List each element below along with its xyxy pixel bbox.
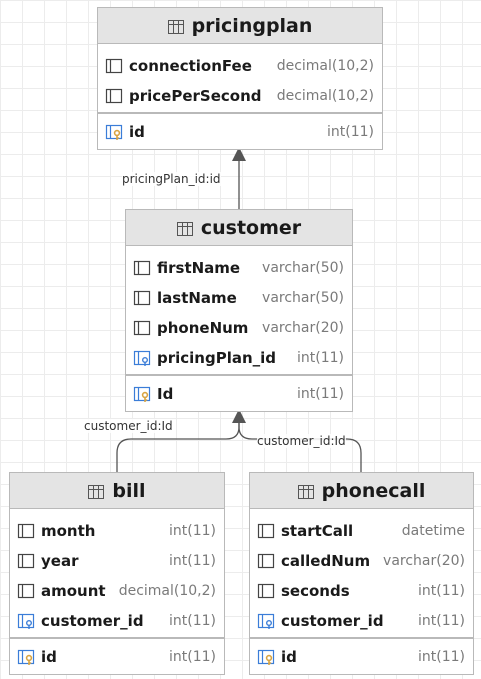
column-name: pricingPlan_id [157,349,277,367]
column-name: amount [41,582,106,600]
table-icon [88,484,105,499]
column-type: decimal(10,2) [276,88,374,104]
column-type: varchar(20) [262,320,344,336]
column-type: int(11) [169,523,216,539]
column-row[interactable]: firstName varchar(50) [126,253,352,283]
foreign-key-icon [133,349,151,367]
relation-label-phonecall: customer_id:Id [257,434,346,448]
column-row[interactable]: customer_id int(11) [10,606,224,636]
column-row[interactable]: seconds int(11) [250,576,473,606]
column-row[interactable]: Id int(11) [126,379,352,409]
column-row[interactable]: id int(11) [250,642,473,672]
column-icon [105,57,123,75]
column-row[interactable]: pricePerSecond decimal(10,2) [98,81,382,111]
column-icon [257,582,275,600]
key-separator [98,112,382,114]
column-name: id [281,648,297,666]
key-separator [126,374,352,376]
primary-key-icon [105,123,123,141]
table-icon [297,484,314,499]
column-type: int(11) [327,124,374,140]
relation-arrow-pricingplan [232,147,246,161]
column-icon [17,582,35,600]
column-type: int(11) [418,613,465,629]
column-type: int(11) [297,386,344,402]
column-row[interactable]: customer_id int(11) [250,606,473,636]
relation-label-pricingplan: pricingPlan_id:id [122,172,221,186]
column-row[interactable]: amount decimal(10,2) [10,576,224,606]
column-icon [105,87,123,105]
column-name: phoneNum [157,319,249,337]
column-type: decimal(10,2) [276,58,374,74]
column-name: customer_id [281,612,384,630]
column-name: calledNum [281,552,371,570]
column-icon [17,552,35,570]
foreign-key-icon [17,612,35,630]
table-header[interactable]: customer [126,210,352,246]
column-icon [257,522,275,540]
table-header[interactable]: bill [10,473,224,509]
column-row[interactable]: year int(11) [10,546,224,576]
column-name: lastName [157,289,237,307]
key-separator [10,637,224,639]
column-type: int(11) [418,583,465,599]
table-name: bill [112,479,146,502]
relation-label-bill: customer_id:Id [84,419,173,433]
column-row[interactable]: id int(11) [10,642,224,672]
column-row[interactable]: phoneNum varchar(20) [126,313,352,343]
column-icon [257,552,275,570]
primary-key-icon [257,648,275,666]
column-name: year [41,552,79,570]
column-name: startCall [281,522,354,540]
column-row[interactable]: id int(11) [98,117,382,147]
column-row[interactable]: calledNum varchar(20) [250,546,473,576]
column-name: connectionFee [129,57,252,75]
column-row[interactable]: month int(11) [10,516,224,546]
primary-key-icon [133,385,151,403]
column-name: month [41,522,96,540]
column-type: varchar(50) [262,260,344,276]
column-type: int(11) [297,350,344,366]
column-row[interactable]: startCall datetime [250,516,473,546]
table-bill[interactable]: bill month int(11) year int(11) amount decimal… [9,472,225,675]
foreign-key-icon [257,612,275,630]
table-header[interactable]: phonecall [250,473,473,509]
table-name: customer [200,216,302,239]
column-type: decimal(10,2) [118,583,216,599]
primary-key-icon [17,648,35,666]
column-icon [17,522,35,540]
relation-arrow-customer [232,409,246,423]
table-header[interactable]: pricingplan [98,8,382,44]
column-name: pricePerSecond [129,87,262,105]
table-icon [167,19,184,34]
column-icon [133,259,151,277]
table-name: pricingplan [191,14,313,37]
column-name: firstName [157,259,241,277]
table-name: phonecall [321,479,426,502]
table-phonecall[interactable]: phonecall startCall datetime calledNum varch… [249,472,474,675]
column-type: varchar(50) [262,290,344,306]
column-type: int(11) [169,553,216,569]
column-name: id [41,648,57,666]
column-type: int(11) [169,649,216,665]
column-type: int(11) [418,649,465,665]
column-name: seconds [281,582,350,600]
column-icon [133,289,151,307]
column-name: id [129,123,145,141]
key-separator [250,637,473,639]
column-row[interactable]: lastName varchar(50) [126,283,352,313]
relation-line-bill-customer [116,422,240,472]
column-type: datetime [401,523,465,539]
column-row[interactable]: connectionFee decimal(10,2) [98,51,382,81]
table-customer[interactable]: customer firstName varchar(50) lastName varc… [125,209,353,412]
table-icon [176,221,193,236]
column-name: Id [157,385,174,403]
column-type: varchar(20) [383,553,465,569]
column-name: customer_id [41,612,144,630]
column-icon [133,319,151,337]
column-row[interactable]: pricingPlan_id int(11) [126,343,352,373]
column-type: int(11) [169,613,216,629]
